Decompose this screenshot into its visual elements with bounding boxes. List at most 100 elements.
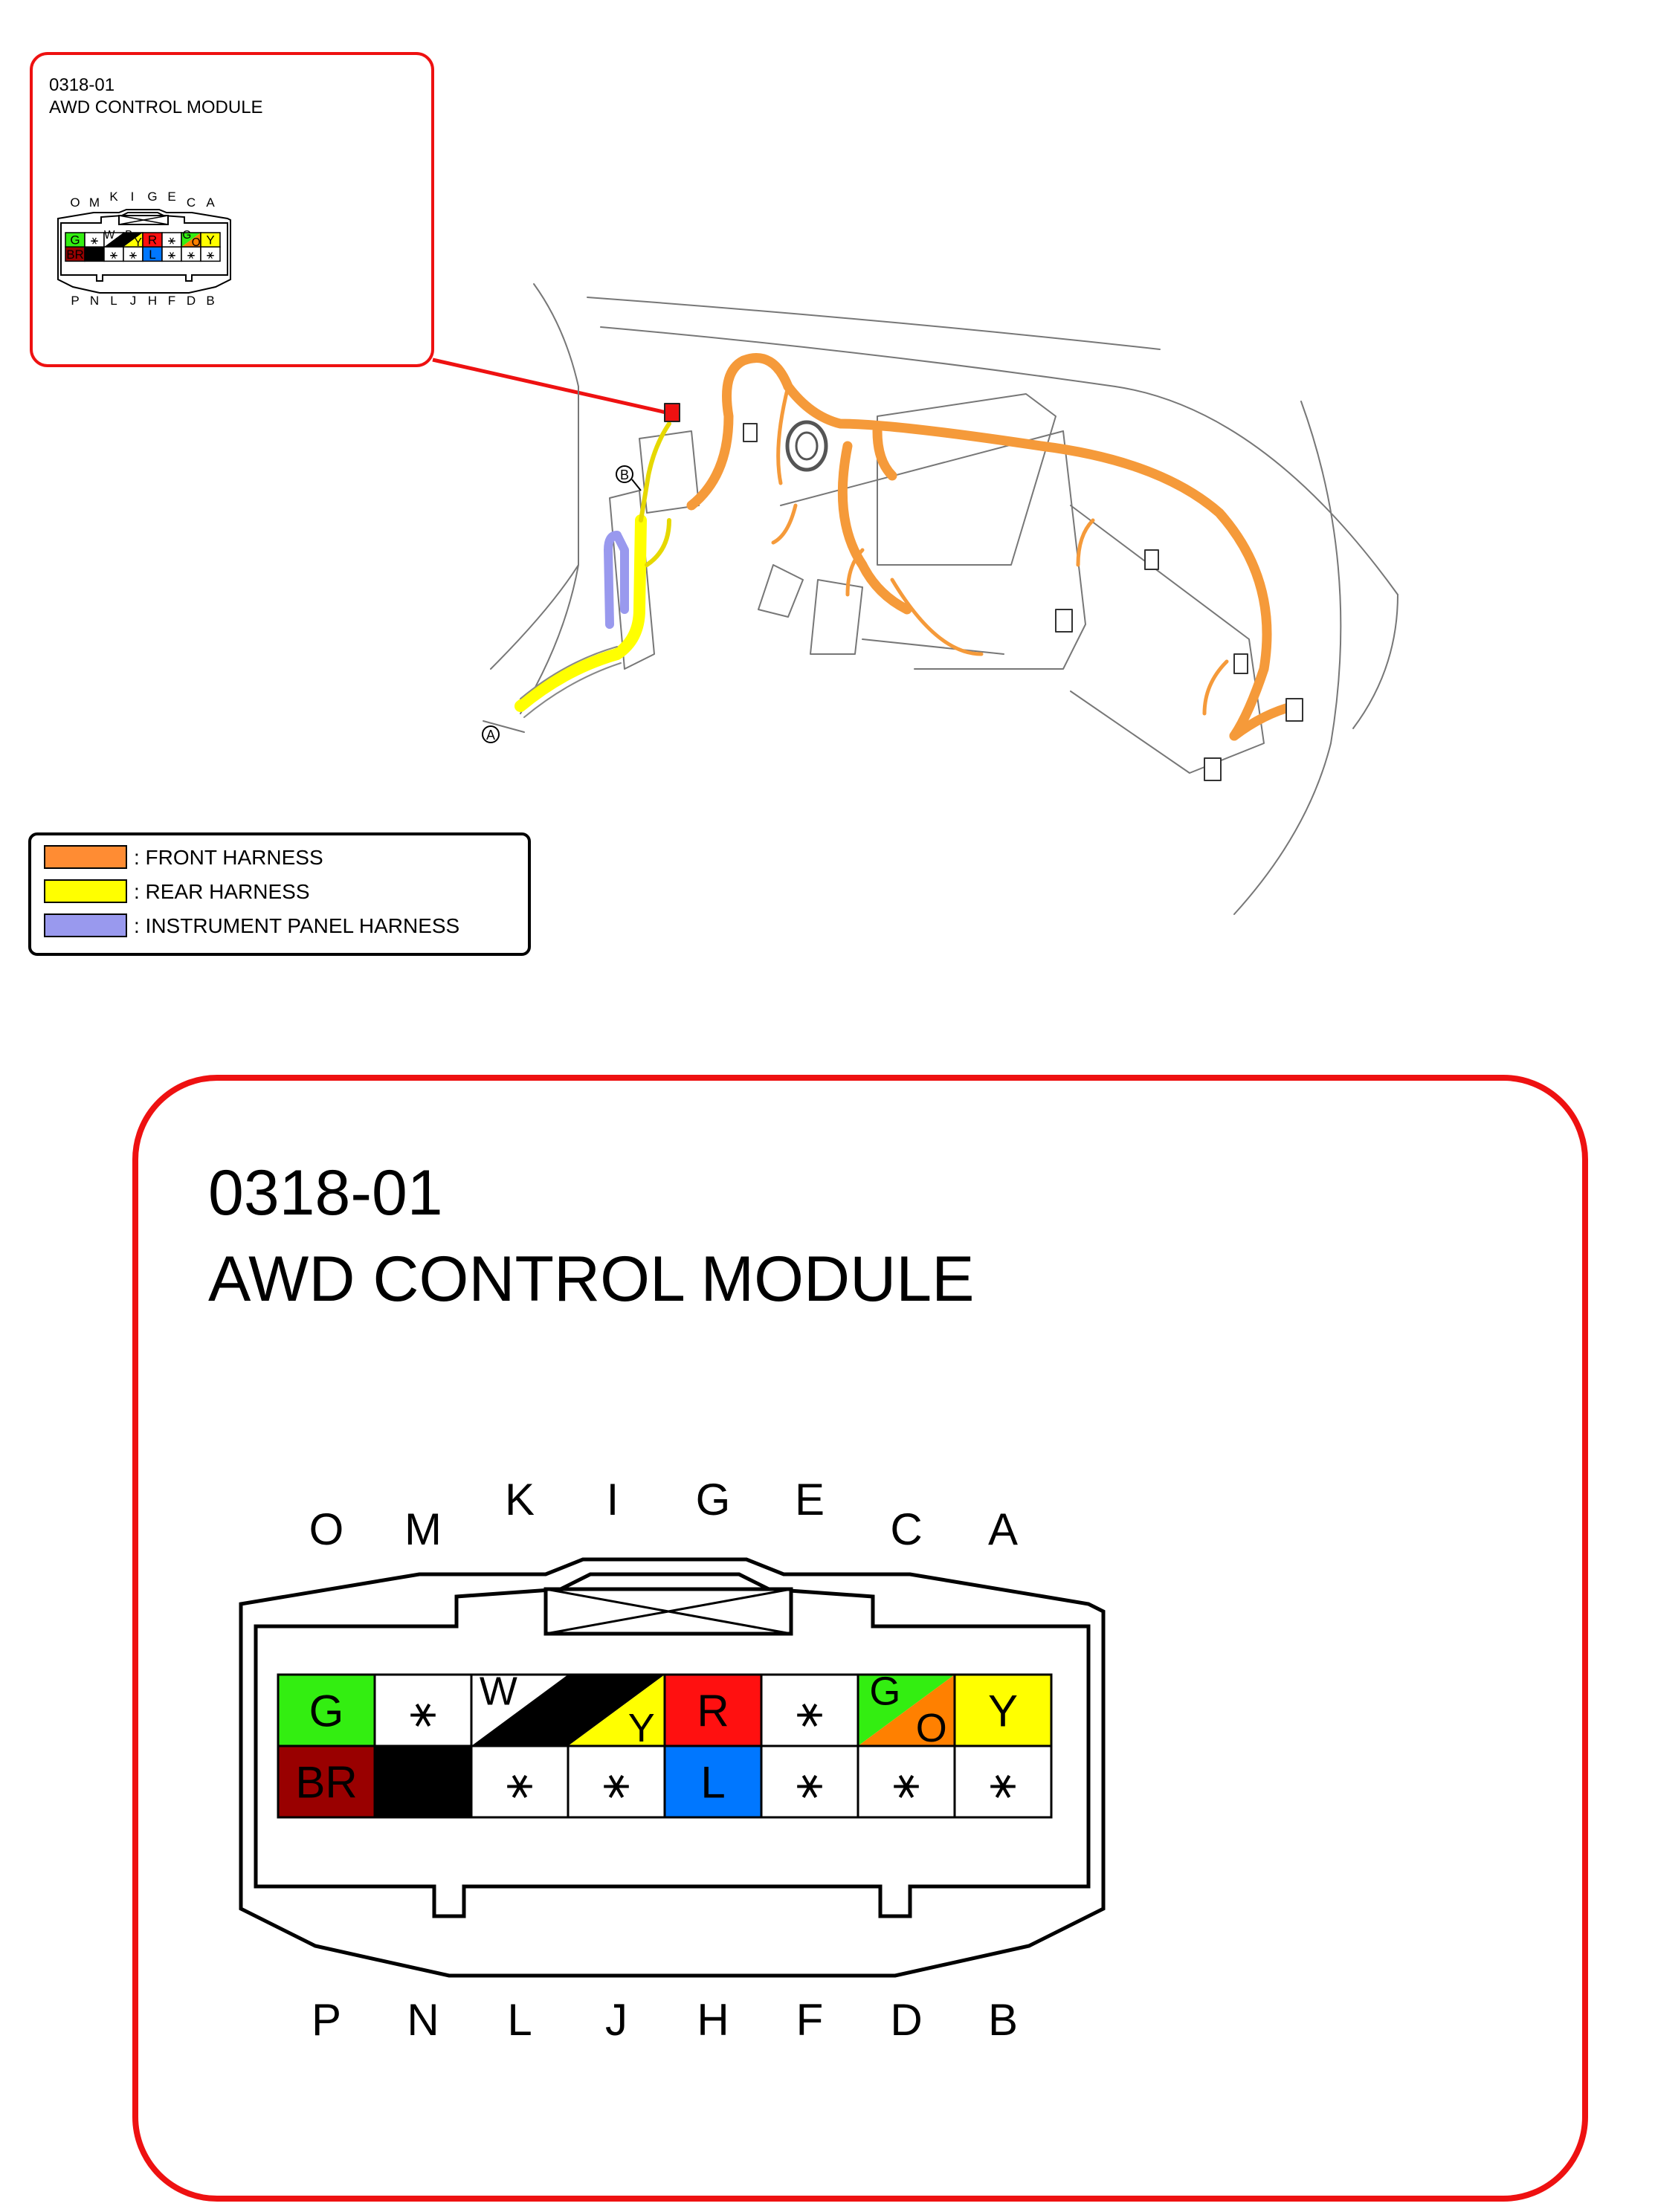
legend-label: : REAR HARNESS <box>134 880 310 903</box>
unused-pin-mark: ⚹ <box>187 248 195 262</box>
pin-letter-top: M <box>89 195 100 210</box>
legend-swatch <box>44 913 127 937</box>
legend-label: : FRONT HARNESS <box>134 846 323 869</box>
pin-letter-bottom: B <box>206 294 214 308</box>
harness-connectors <box>743 423 1303 781</box>
wire-color-label: Y <box>988 1687 1018 1736</box>
pin-letter-bottom: H <box>148 294 157 308</box>
pin-cavity <box>953 1744 1053 1819</box>
pin-cavity <box>277 1673 376 1747</box>
wire-color-label: Y <box>135 236 142 249</box>
pin-letter-top: O <box>70 195 80 210</box>
pin-letter-top: A <box>206 195 215 210</box>
wire-color-label: G <box>70 233 80 248</box>
connector-latch-cross <box>545 1588 792 1635</box>
pin-cavity <box>663 1744 763 1819</box>
pin-letter-top: A <box>988 1504 1018 1554</box>
wire-color-label: W <box>480 1669 517 1713</box>
pin-letter-top: C <box>890 1504 922 1554</box>
wire-color-label: B <box>115 236 123 249</box>
unused-pin-mark: ⚹ <box>91 233 98 248</box>
stripe-color-b <box>858 1675 955 1746</box>
pin-cavity <box>567 1744 666 1819</box>
unused-pin-mark: ⚹ <box>893 1758 920 1808</box>
large-connector-name: AWD CONTROL MODULE <box>208 1244 974 1315</box>
unused-pin-mark: ⚹ <box>990 1758 1016 1808</box>
rear-harness <box>514 514 647 712</box>
pin-cavity <box>953 1673 1053 1747</box>
pin-cavity <box>373 1744 473 1819</box>
pin-letter-top: E <box>167 190 175 204</box>
pin-letter-bottom: H <box>697 1995 729 2045</box>
unused-pin-mark: ⚹ <box>168 248 175 262</box>
grommet-inner <box>795 431 819 461</box>
pin-cavity <box>277 1744 376 1819</box>
wire-color-label: L <box>700 1758 725 1808</box>
pin-letter-top: C <box>187 195 196 210</box>
pin-letter-top: K <box>505 1475 535 1524</box>
unused-pin-mark: ⚹ <box>207 248 214 262</box>
pin-letter-top: G <box>696 1475 731 1524</box>
callout-a: A <box>482 725 500 743</box>
unused-pin-mark: ⚹ <box>603 1758 630 1808</box>
wire-color-label: BR <box>295 1758 357 1808</box>
pin-cavity <box>200 246 221 262</box>
stripe-color-b <box>123 233 143 248</box>
wire-color-label: B <box>532 1706 558 1750</box>
wire-color-label: G <box>182 229 191 242</box>
wire-color-label: B <box>125 229 132 242</box>
leader-line <box>432 358 674 416</box>
pin-letter-bottom: B <box>988 1995 1018 2045</box>
harness-legend: : FRONT HARNESS: REAR HARNESS: INSTRUMEN… <box>28 832 531 956</box>
legend-swatch <box>44 879 127 903</box>
wire-color-label: L <box>149 248 155 262</box>
small-connector-name: AWD CONTROL MODULE <box>49 97 263 117</box>
small-connector-code: 0318-01 <box>49 75 114 95</box>
rear-harness-wire <box>639 421 671 567</box>
stripe-color-b <box>104 233 123 248</box>
wire-color-label: R <box>148 233 157 248</box>
unused-pin-mark: ⚹ <box>129 248 137 262</box>
unused-pin-mark: ⚹ <box>168 233 175 248</box>
pin-letter-bottom: L <box>507 1995 532 2045</box>
pin-letter-top: I <box>607 1475 619 1524</box>
rear-harness-outline <box>520 646 622 718</box>
pin-letter-top: M <box>404 1504 442 1554</box>
pin-cavity <box>856 1744 956 1819</box>
legend-swatch <box>44 845 127 869</box>
wire-color-label: O <box>192 236 201 249</box>
pin-letter-bottom: D <box>187 294 196 308</box>
large-connector-code: 0318-01 <box>208 1157 443 1229</box>
wire-color-label: O <box>916 1706 947 1750</box>
pin-letter-bottom: N <box>90 294 99 308</box>
pin-letter-top: K <box>109 190 118 204</box>
grommet <box>785 420 828 472</box>
wire-color-label: Y <box>206 233 214 248</box>
unused-pin-mark: ⚹ <box>410 1687 436 1736</box>
pin-letter-top: O <box>309 1504 344 1554</box>
pin-letter-bottom: N <box>407 1995 439 2045</box>
instrument-panel-harness <box>604 531 629 629</box>
legend-frame <box>28 832 531 956</box>
wire-color-label: B <box>581 1669 608 1713</box>
pin-letter-top: E <box>795 1475 825 1524</box>
pin-letter-bottom: P <box>312 1995 341 2045</box>
pin-letter-bottom: F <box>168 294 175 308</box>
callout-a-label: A <box>486 728 495 743</box>
pin-letter-top: G <box>147 190 157 204</box>
unused-pin-mark: ⚹ <box>796 1687 823 1736</box>
harness-illustration <box>483 283 1398 915</box>
wire-color-label: B <box>408 1758 438 1808</box>
unused-pin-mark: ⚹ <box>110 248 117 262</box>
stripe-color-b <box>181 233 201 248</box>
pin-letter-bottom: J <box>130 294 137 308</box>
wire-color-label: G <box>309 1687 344 1736</box>
pin-letter-bottom: J <box>605 1995 628 2045</box>
wire-color-label: R <box>697 1687 729 1736</box>
pin-letter-bottom: L <box>110 294 117 308</box>
wire-color-label: G <box>869 1669 900 1713</box>
pin-letter-bottom: F <box>796 1995 824 2045</box>
